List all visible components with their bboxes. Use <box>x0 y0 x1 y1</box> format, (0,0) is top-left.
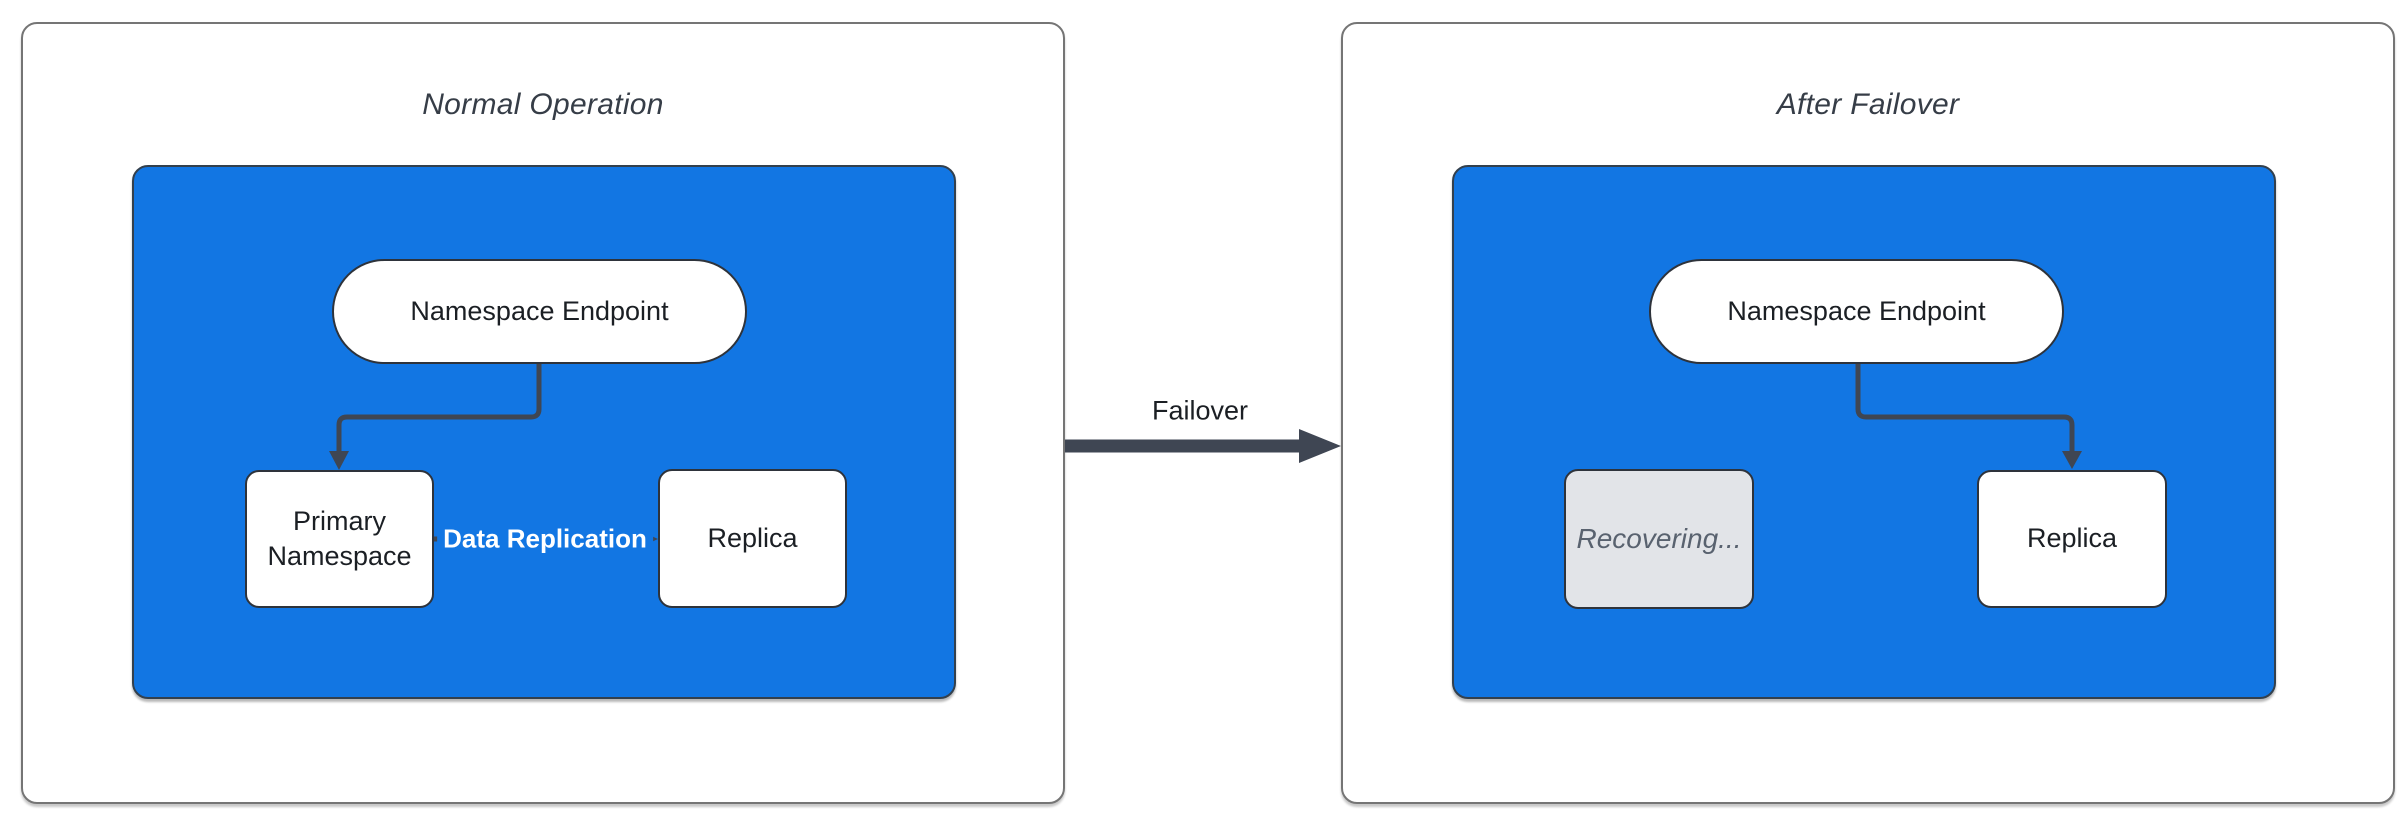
node-replica-failover: Replica <box>1977 470 2167 608</box>
node-namespace-endpoint-failover: Namespace Endpoint <box>1649 259 2064 364</box>
panel-title-after-failover: After Failover <box>1776 88 1960 121</box>
node-primary-namespace: Primary Namespace <box>245 470 434 608</box>
node-label: Replica <box>707 522 798 553</box>
namespace-group-normal: Namespace Endpoint Primary Namespace Rep… <box>132 165 956 699</box>
panel-after-failover: After Failover Namespace Endpoint Recove… <box>1341 22 2395 804</box>
endpoint-to-replica-arrow <box>1855 364 2082 469</box>
node-recovering: Recovering... <box>1564 469 1754 609</box>
node-label: Namespace Endpoint <box>410 295 669 326</box>
failover-arrow-icon <box>1065 429 1341 463</box>
node-replica-normal: Replica <box>658 469 847 608</box>
failover-transition-label: Failover <box>1151 395 1249 426</box>
panel-title-normal-operation: Normal Operation <box>422 88 664 121</box>
node-label: Namespace Endpoint <box>1727 295 1986 326</box>
namespace-group-failover: Namespace Endpoint Recovering... Replica <box>1452 165 2276 699</box>
endpoint-to-primary-arrow <box>329 364 542 470</box>
node-label: Replica <box>2026 523 2118 554</box>
failover-transition: Failover <box>1040 380 1370 490</box>
arrow-down-icon <box>2062 451 2082 469</box>
node-label: Primary Namespace <box>267 505 412 571</box>
arrow-down-icon <box>329 451 349 470</box>
edge-label-data-replication: Data Replication <box>437 521 653 557</box>
node-label: Recovering... <box>1576 522 1742 554</box>
panel-normal-operation: Normal Operation Namespace Endpoint Prim… <box>21 22 1065 804</box>
connector-layer-normal <box>329 364 658 549</box>
connector-layer-failover <box>1855 364 2082 469</box>
node-namespace-endpoint: Namespace Endpoint <box>332 259 747 364</box>
